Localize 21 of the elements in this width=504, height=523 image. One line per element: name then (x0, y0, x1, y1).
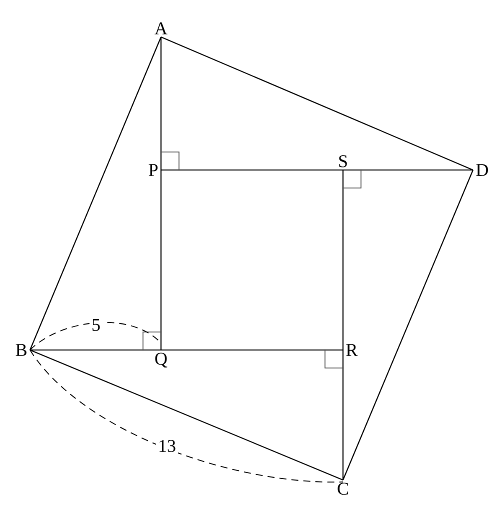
line-segment (30, 349, 161, 351)
point-label: P (148, 164, 158, 176)
line-segment (343, 169, 473, 171)
line-segment (342, 170, 344, 350)
point-label: R (346, 344, 358, 356)
line-segment (342, 350, 344, 480)
point-label: S (339, 155, 347, 168)
line-segment (342, 170, 474, 480)
point-label: Q (155, 352, 168, 368)
point-label: A (154, 22, 168, 34)
line-segment (160, 37, 162, 170)
line-segment (160, 170, 162, 350)
line-segment (30, 36, 162, 350)
dimension-label: 5 (90, 317, 102, 333)
line-segment (161, 169, 343, 171)
point-label: B (16, 344, 26, 356)
point-label: D (476, 164, 488, 176)
line-segment (161, 349, 343, 351)
dimension-label: 13 (156, 438, 178, 454)
point-label: C (338, 482, 348, 495)
line-segment (160, 36, 474, 170)
